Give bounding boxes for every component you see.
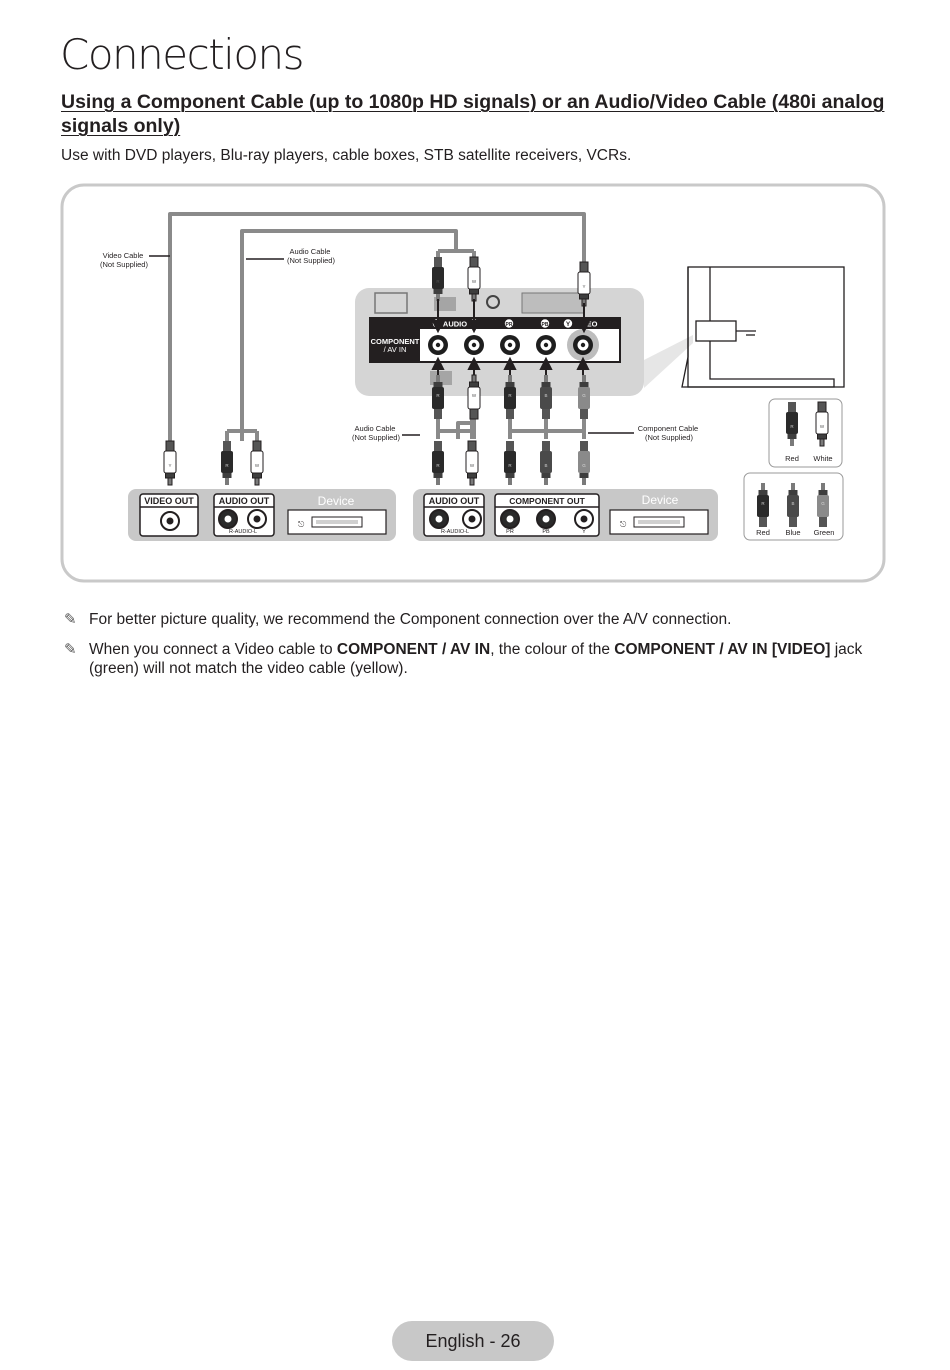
svg-text:R: R [508,393,512,398]
plugs-into-tv-bottom: R W R B G [432,374,590,420]
svg-text:/ AV IN: / AV IN [384,345,407,354]
component-av-in-label: COMPONENT [371,337,420,346]
plugs-into-devices: Y R W R W R B G [163,440,590,486]
svg-text:⎋: ⎋ [620,520,627,529]
audio-cable-mid-label: Audio Cable (Not Supplied) [352,424,400,442]
device-label-left: Device [318,494,355,508]
svg-text:W: W [472,279,477,284]
svg-text:Y: Y [168,463,171,468]
svg-text:AUDIO: AUDIO [443,320,467,329]
svg-text:⎋: ⎋ [298,520,305,529]
audio-cable-top-label: Audio Cable (Not Supplied) [287,247,335,265]
video-out-label: VIDEO OUT [144,496,194,506]
note-2: ✎ When you connect a Video cable to COMP… [64,641,863,677]
svg-text:W: W [255,463,260,468]
svg-text:Red: Red [785,454,799,463]
svg-text:R: R [508,463,512,468]
svg-text:Green: Green [814,528,835,537]
device-label-right: Device [642,493,679,507]
pencil-note-icon: ✎ [64,611,77,628]
video-cable-label: Video Cable (Not Supplied) [100,251,148,269]
note-1: ✎ For better picture quality, we recomme… [64,611,732,628]
connection-diagram: Video Cable (Not Supplied) Audio Cable (… [60,183,886,583]
tv-input-panel: COMPONENT / AV IN R AUDIO L PR PB Y EO [355,288,644,396]
page-footer: English - 26 [392,1321,554,1361]
svg-text:W: W [472,393,477,398]
device-left: VIDEO OUT AUDIO OUT R-AUDIO-L Device ⎋ [128,489,396,541]
jack-video-y [573,335,593,355]
legend-component: R B G Red Blue Green [743,472,844,541]
device-right: AUDIO OUT R-AUDIO-L COMPONENT OUT PR PB … [413,489,718,541]
component-out-label: COMPONENT OUT [509,496,585,506]
svg-text:Red: Red [756,528,770,537]
svg-text:G: G [582,463,586,468]
svg-text:Y: Y [582,284,585,289]
svg-text:R: R [436,279,440,284]
svg-text:B: B [544,393,547,398]
svg-text:Y: Y [566,321,571,328]
jack-pr [500,335,520,355]
svg-text:White: White [813,454,832,463]
audio-out-label: AUDIO OUT [219,496,270,506]
plugs-into-tv: R W Y [432,256,591,307]
svg-text:R: R [790,424,794,429]
tv-illustration [681,266,845,388]
svg-text:PB: PB [542,322,549,328]
svg-text:AUDIO OUT: AUDIO OUT [429,496,480,506]
svg-text:W: W [820,424,825,429]
svg-text:PR: PR [506,529,514,535]
component-cable-label: Component Cable (Not Supplied) [638,424,701,442]
svg-text:G: G [582,393,586,398]
svg-text:Y: Y [582,529,586,535]
svg-text:G: G [821,501,825,506]
svg-text:R: R [436,463,440,468]
legend-audio: R W Red White [768,398,843,468]
page-title: Connections [60,30,305,79]
pencil-note-icon: ✎ [64,641,77,658]
svg-text:PB: PB [542,529,550,535]
section-heading: Using a Component Cable (up to 1080p HD … [61,91,885,137]
svg-text:B: B [544,463,547,468]
svg-text:R: R [225,463,229,468]
intro-text: Use with DVD players, Blu-ray players, c… [61,147,632,164]
jack-pb [536,335,556,355]
jack-audio-r [428,335,448,355]
svg-text:W: W [470,463,475,468]
svg-text:R-AUDIO-L: R-AUDIO-L [229,529,257,535]
svg-text:B: B [791,501,794,506]
svg-text:R: R [436,393,440,398]
svg-text:PR: PR [506,322,513,328]
notes-section: ✎ For better picture quality, we recomme… [64,610,888,689]
svg-text:R: R [761,501,765,506]
svg-text:R-AUDIO-L: R-AUDIO-L [441,529,469,535]
jack-audio-l [464,335,484,355]
svg-text:Blue: Blue [785,528,800,537]
svg-text:EO: EO [587,320,598,329]
